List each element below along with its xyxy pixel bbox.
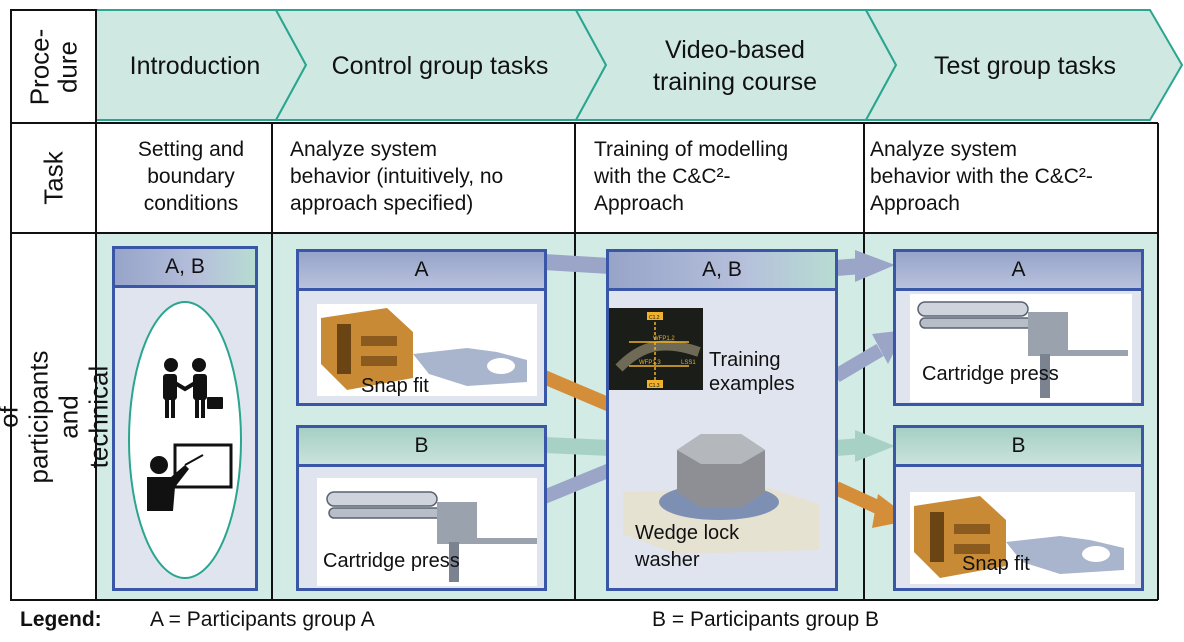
intro-ellipse bbox=[128, 301, 242, 579]
mini-label-c12: C1.2 bbox=[649, 315, 660, 321]
snap-fit-image-test bbox=[910, 492, 1135, 584]
intro-group-box: A, B bbox=[112, 246, 258, 591]
intro-illustration bbox=[128, 301, 242, 579]
mini-label-c13: C1.3 bbox=[649, 383, 660, 389]
legend-group-a: A = Participants group A bbox=[150, 608, 375, 631]
wedge-lock-washer-illustration bbox=[623, 434, 819, 554]
cartridge-press-illustration bbox=[326, 491, 537, 582]
row-label-task: Task bbox=[38, 151, 69, 205]
phase-label-training: Video-based training course bbox=[653, 36, 817, 96]
task-text-control: Analyze system behavior (intuitively, no… bbox=[290, 138, 504, 215]
test-group-b-header: B bbox=[896, 428, 1141, 467]
training-examples-caption: Training examples bbox=[709, 349, 795, 395]
cartridge-press-caption-control: Cartridge press bbox=[323, 550, 460, 572]
cartridge-press-caption-test: Cartridge press bbox=[922, 363, 1059, 385]
training-group-header: A, B bbox=[609, 252, 835, 291]
legend-title: Legend: bbox=[20, 608, 102, 631]
training-example-diagram: C1.2 WFP1.2 WFP1.3 LSS1 C1.3 bbox=[615, 312, 701, 389]
mini-label-wfp12: WFP1.2 bbox=[653, 336, 675, 342]
snap-fit-illustration-test bbox=[914, 496, 1124, 578]
phase-label-control: Control group tasks bbox=[331, 52, 549, 80]
row-label-procedure: Proce- dure bbox=[24, 28, 83, 105]
snap-fit-image bbox=[317, 304, 537, 396]
wedge-lock-washer-image bbox=[619, 430, 831, 580]
row-label-grouping: Grouping of participants and technical s… bbox=[0, 350, 144, 483]
control-group-b-box: B Cartridge press bbox=[296, 425, 547, 591]
flow-arrows bbox=[541, 250, 912, 528]
handshake-icon bbox=[163, 358, 223, 418]
snap-fit-caption-test: Snap fit bbox=[962, 553, 1030, 575]
chevron-test bbox=[864, 9, 1184, 121]
intro-group-header: A, B bbox=[115, 249, 255, 288]
task-text-introduction: Setting and boundary conditions bbox=[137, 138, 245, 215]
control-group-a-header: A bbox=[299, 252, 544, 291]
cartridge-press-illustration-test bbox=[917, 301, 1128, 398]
phase-label-introduction: Introduction bbox=[129, 52, 261, 80]
presenter-icon bbox=[147, 443, 233, 511]
control-group-a-box: A Snap fit bbox=[296, 249, 547, 406]
mini-label-wfp13: WFP1.3 bbox=[639, 360, 661, 366]
cartridge-press-image-test bbox=[910, 294, 1132, 402]
test-group-a-box: A Cartridge press bbox=[893, 249, 1144, 406]
task-text-test: Analyze system behavior with the C&C²- A… bbox=[870, 138, 1093, 215]
phase-label-test: Test group tasks bbox=[933, 52, 1117, 80]
snap-fit-illustration bbox=[321, 308, 527, 390]
task-text-training: Training of modelling with the C&C²- App… bbox=[594, 138, 789, 215]
control-group-b-header: B bbox=[299, 428, 544, 467]
training-group-box: A, B C1.2 WFP1.2 WFP1.3 LSS1 C1.3 Traini… bbox=[606, 249, 838, 591]
legend-group-b: B = Participants group B bbox=[652, 608, 880, 631]
wedge-lock-washer-caption: Wedge lock washer bbox=[635, 522, 740, 571]
test-group-b-box: B Snap fit bbox=[893, 425, 1144, 591]
test-group-a-header: A bbox=[896, 252, 1141, 291]
snap-fit-caption: Snap fit bbox=[361, 375, 429, 397]
mini-label-lss1: LSS1 bbox=[681, 360, 696, 366]
training-example-image: C1.2 WFP1.2 WFP1.3 LSS1 C1.3 bbox=[609, 308, 703, 390]
cartridge-press-image bbox=[317, 478, 537, 586]
